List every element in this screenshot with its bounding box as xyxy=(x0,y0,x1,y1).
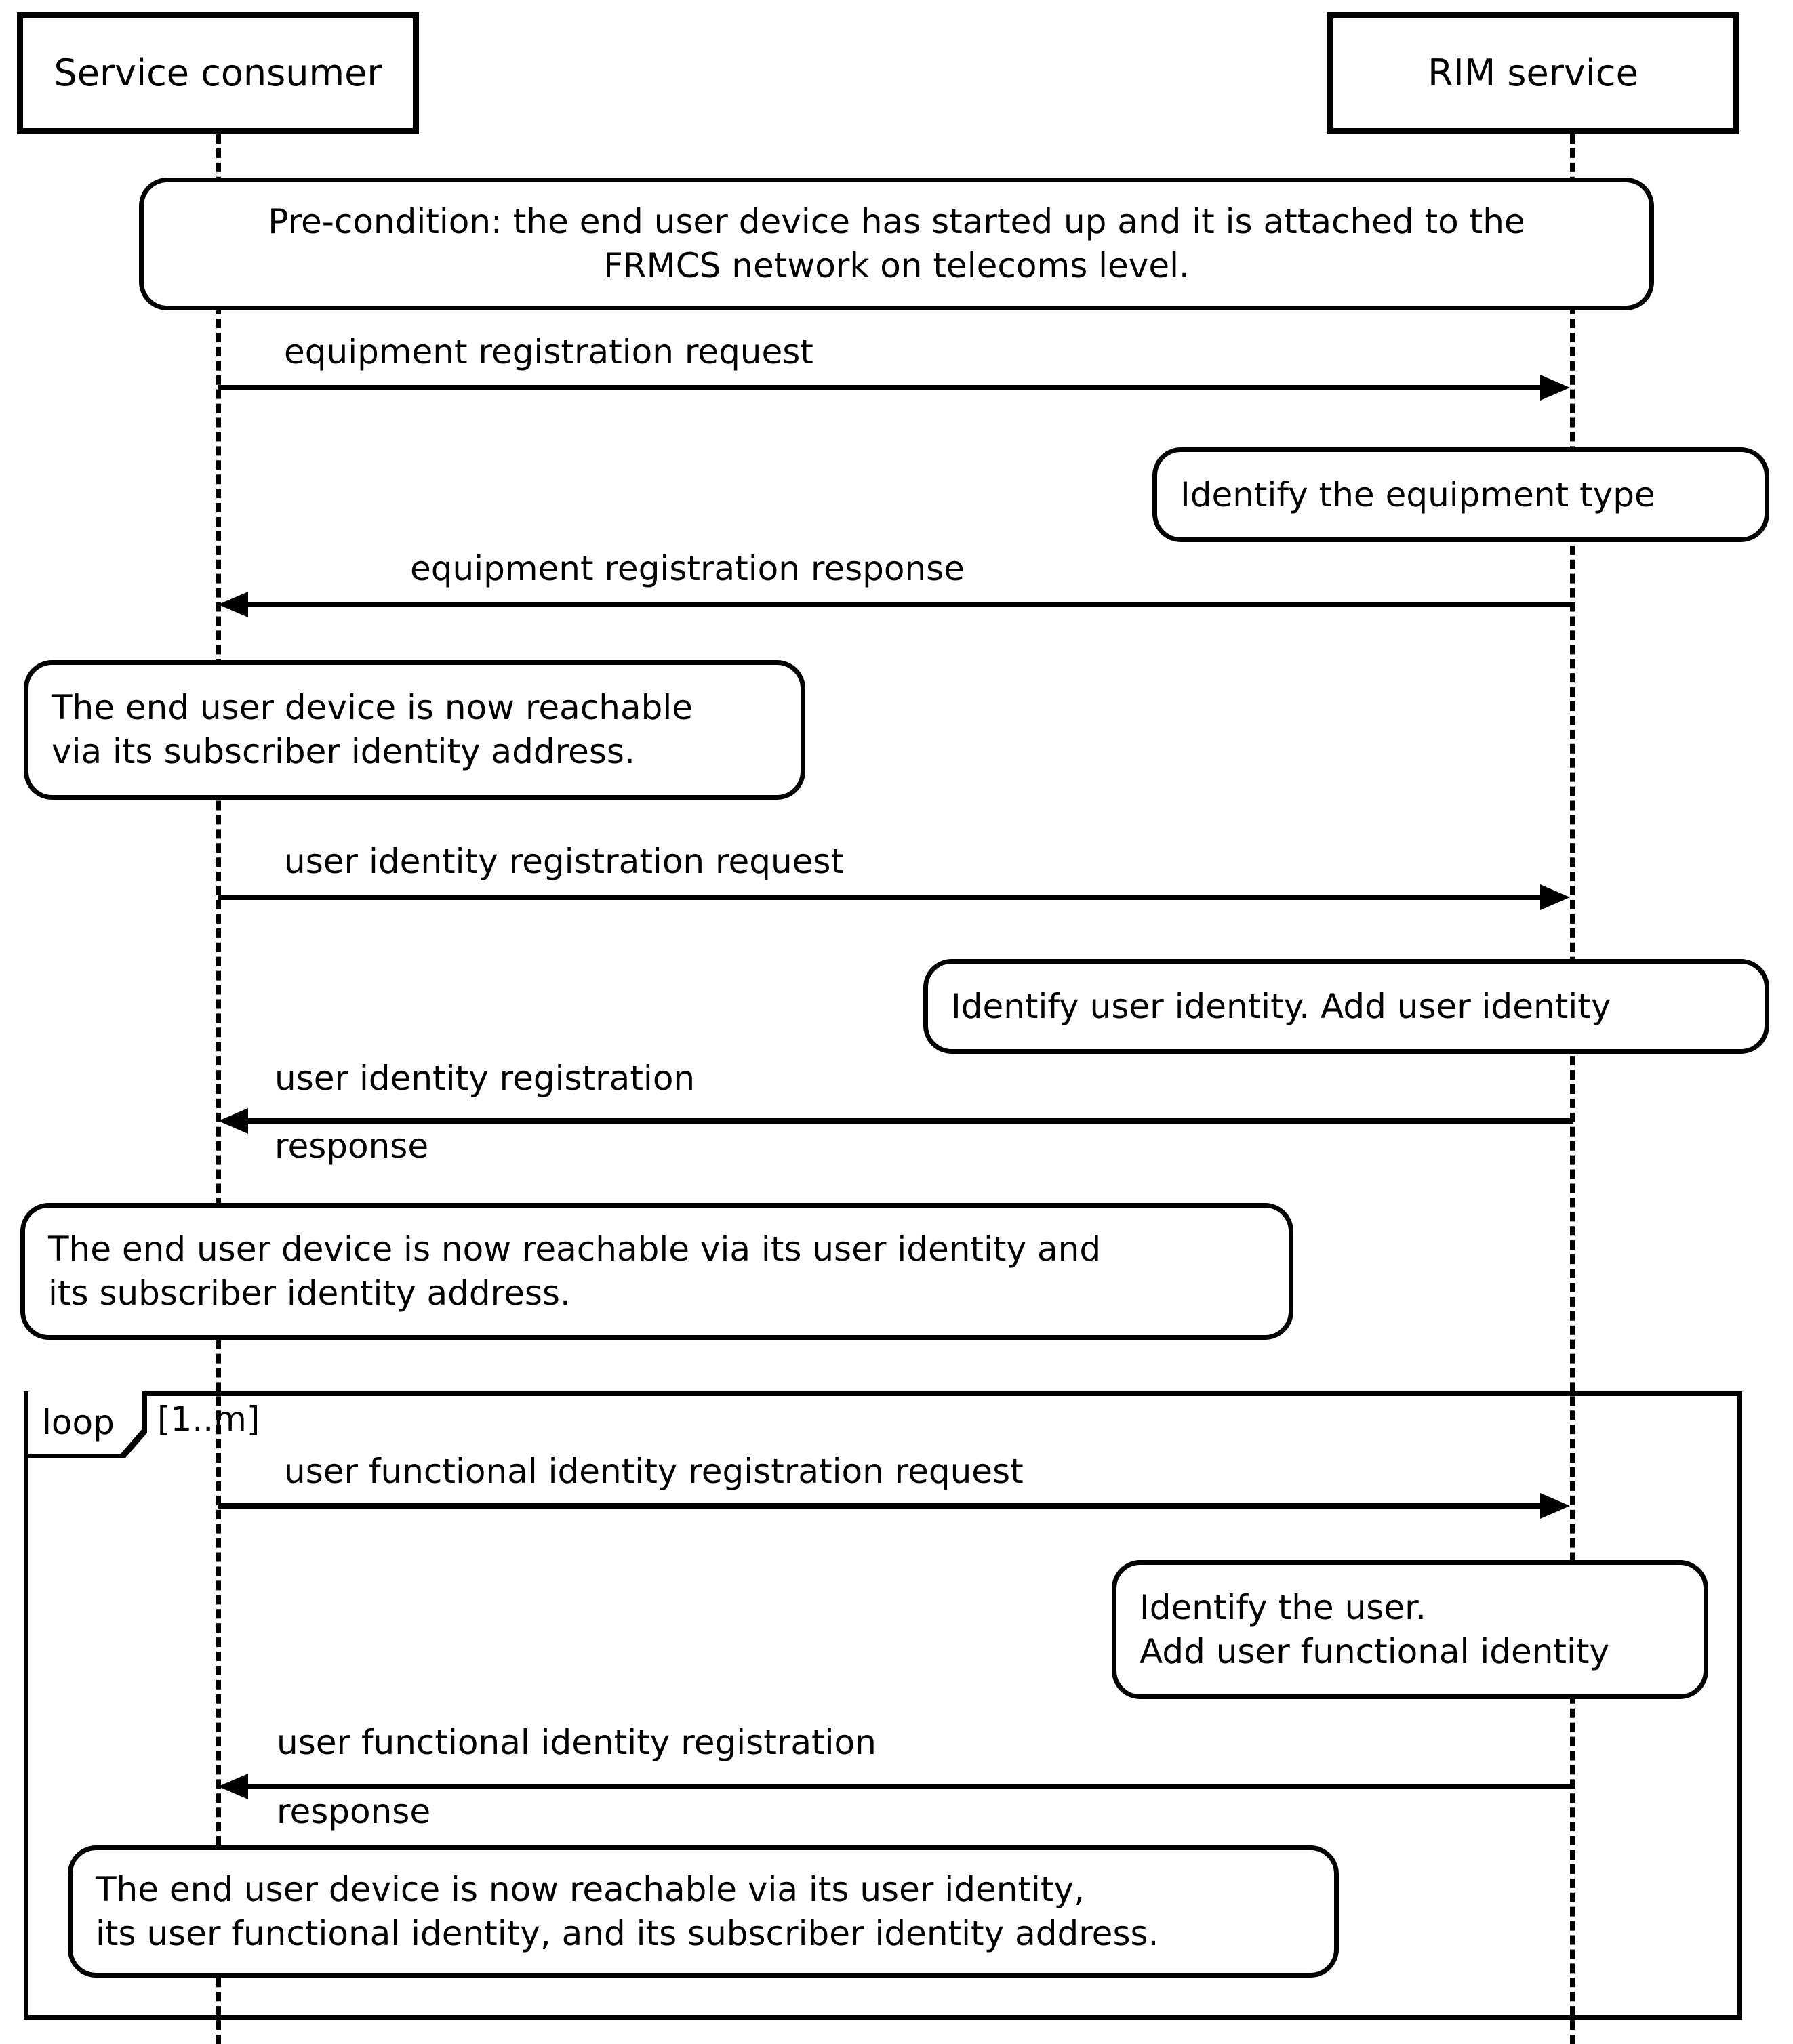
arrowhead-left-icon xyxy=(218,1108,248,1134)
message-arrow-equipment-registration-response xyxy=(248,602,1573,607)
loop-fragment-operator-label: loop xyxy=(42,1403,115,1442)
loop-fragment xyxy=(24,1391,1742,2020)
note-identify-equipment-type: Identify the equipment type xyxy=(1152,447,1769,542)
loop-fragment-guard-label: [1..m] xyxy=(157,1399,260,1439)
message-label-line: user identity registration xyxy=(275,1059,696,1098)
message-label-user-functional-identity-registration-request: user functional identity registration re… xyxy=(284,1452,1024,1492)
note-line: The end user device is now reachable via… xyxy=(48,1229,1102,1269)
participant-label-service-consumer: Service consumer xyxy=(54,52,382,95)
message-label-user-identity-registration-response-line1: user identity registration xyxy=(275,1059,695,1099)
arrowhead-left-icon xyxy=(218,1774,248,1799)
message-label-line: response xyxy=(275,1126,429,1166)
loop-fragment-tab-inner: loop xyxy=(28,1391,142,1454)
note-line: Identify user identity. Add user identit… xyxy=(951,986,1611,1026)
note-line: FRMCS network on telecoms level. xyxy=(603,246,1190,285)
message-label-user-identity-registration-response-line2: response xyxy=(275,1126,428,1166)
arrowhead-right-icon xyxy=(1540,375,1570,401)
message-arrow-user-functional-identity-registration-response xyxy=(248,1784,1573,1789)
note-reachable-user-identity: The end user device is now reachable via… xyxy=(20,1203,1293,1340)
message-label-line: response xyxy=(277,1792,431,1831)
message-label-user-functional-identity-registration-response-line1: user functional identity registration xyxy=(277,1723,877,1763)
note-line: Identify the equipment type xyxy=(1180,474,1655,514)
lifeline-service-consumer xyxy=(216,134,221,2044)
note-line: The end user device is now reachable via… xyxy=(96,1869,1085,1909)
note-line: Pre-condition: the end user device has s… xyxy=(268,202,1525,241)
message-label-user-identity-registration-request: user identity registration request xyxy=(284,842,844,882)
message-arrow-user-identity-registration-response xyxy=(248,1118,1573,1124)
participant-label-rim-service: RIM service xyxy=(1428,52,1638,95)
arrowhead-right-icon xyxy=(1540,1493,1570,1519)
arrowhead-right-icon xyxy=(1540,884,1570,910)
note-line: its user functional identity, and its su… xyxy=(96,1913,1159,1953)
arrowhead-left-icon xyxy=(218,592,248,617)
message-label-line: user functional identity registration xyxy=(277,1723,877,1762)
message-arrow-user-functional-identity-registration-request xyxy=(218,1503,1540,1509)
note-line: its subscriber identity address. xyxy=(48,1273,571,1313)
message-label-equipment-registration-response: equipment registration response xyxy=(410,549,965,589)
message-label-line: equipment registration response xyxy=(410,549,965,588)
message-label-user-functional-identity-registration-response-line2: response xyxy=(277,1792,430,1832)
message-arrow-user-identity-registration-request xyxy=(218,895,1540,900)
note-line: Add user functional identity xyxy=(1140,1631,1610,1671)
message-label-line: equipment registration request xyxy=(284,332,813,371)
message-arrow-equipment-registration-request xyxy=(218,385,1540,390)
note-line: Identify the user. xyxy=(1140,1587,1426,1627)
message-label-equipment-registration-request: equipment registration request xyxy=(284,332,813,372)
note-identify-user-identity: Identify user identity. Add user identit… xyxy=(923,959,1769,1054)
participant-service-consumer[interactable]: Service consumer xyxy=(17,12,419,134)
participant-rim-service[interactable]: RIM service xyxy=(1327,12,1739,134)
note-identify-the-user: Identify the user. Add user functional i… xyxy=(1112,1560,1708,1699)
note-reachable-subscriber-identity: The end user device is now reachable via… xyxy=(24,660,805,800)
note-pre-condition: Pre-condition: the end user device has s… xyxy=(139,178,1654,310)
lifeline-rim-service xyxy=(1570,134,1575,2044)
note-line: via its subscriber identity address. xyxy=(52,732,635,771)
message-label-line: user functional identity registration re… xyxy=(284,1452,1024,1491)
note-line: The end user device is now reachable xyxy=(52,688,693,727)
note-reachable-user-functional-identity: The end user device is now reachable via… xyxy=(68,1845,1339,1978)
message-label-line: user identity registration request xyxy=(284,842,845,881)
